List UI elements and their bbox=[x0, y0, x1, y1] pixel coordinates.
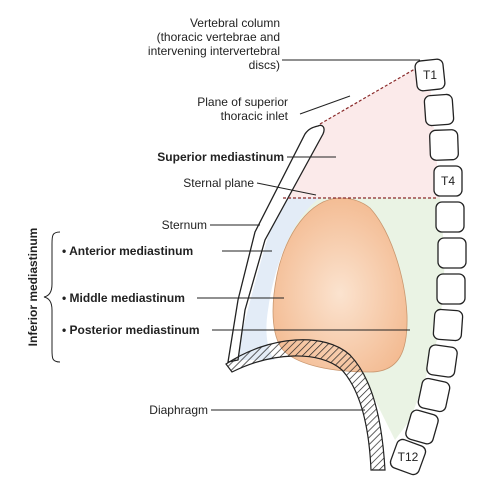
vertebra-t1-label: T1 bbox=[422, 68, 437, 82]
middle-mediastinum-label: • Middle mediastinum bbox=[62, 291, 185, 305]
vertebra-t4 bbox=[433, 165, 463, 197]
vertebra-10 bbox=[417, 377, 451, 413]
vertebra-2 bbox=[423, 93, 455, 127]
diaphragm-shape bbox=[225, 339, 386, 471]
vertebra-6 bbox=[437, 237, 467, 269]
vertebral-column-label: Vertebral column (thoracic vertebrae and… bbox=[147, 16, 280, 72]
anterior-mediastinum-region bbox=[235, 198, 320, 360]
superior-inlet-plane bbox=[319, 65, 421, 125]
anterior-mediastinum-label: • Anterior mediastinum bbox=[62, 244, 194, 258]
middle-mediastinum-heart bbox=[272, 197, 408, 373]
vertebral-column bbox=[389, 58, 467, 476]
posterior-mediastinum-label: • Posterior mediastinum bbox=[62, 323, 200, 337]
superior-inlet-label: Plane of superior thoracic inlet bbox=[197, 95, 288, 123]
vertebra-t1 bbox=[414, 58, 446, 92]
superior-mediastinum-label: Superior mediastinum bbox=[157, 150, 284, 164]
diaphragm-label: Diaphragm bbox=[149, 403, 208, 417]
inferior-mediastinum-bracket bbox=[43, 231, 61, 363]
vertebra-9 bbox=[426, 344, 458, 378]
superior-mediastinum-region bbox=[283, 62, 440, 198]
leader-lines bbox=[197, 59, 420, 411]
vertebra-t12-label: T12 bbox=[397, 450, 419, 464]
vertebra-t12 bbox=[389, 438, 427, 476]
inferior-mediastinum-label: Inferior mediastinum bbox=[26, 227, 40, 347]
vertebra-t4-label: T4 bbox=[440, 174, 455, 188]
vertebra-3 bbox=[429, 129, 459, 161]
vertebra-5 bbox=[435, 201, 465, 233]
sternum-label: Sternum bbox=[161, 218, 207, 232]
vertebra-11 bbox=[405, 409, 439, 445]
vertebra-7 bbox=[436, 273, 466, 305]
vertebra-8 bbox=[432, 308, 464, 342]
sternal-plane-label: Sternal plane bbox=[183, 176, 254, 190]
